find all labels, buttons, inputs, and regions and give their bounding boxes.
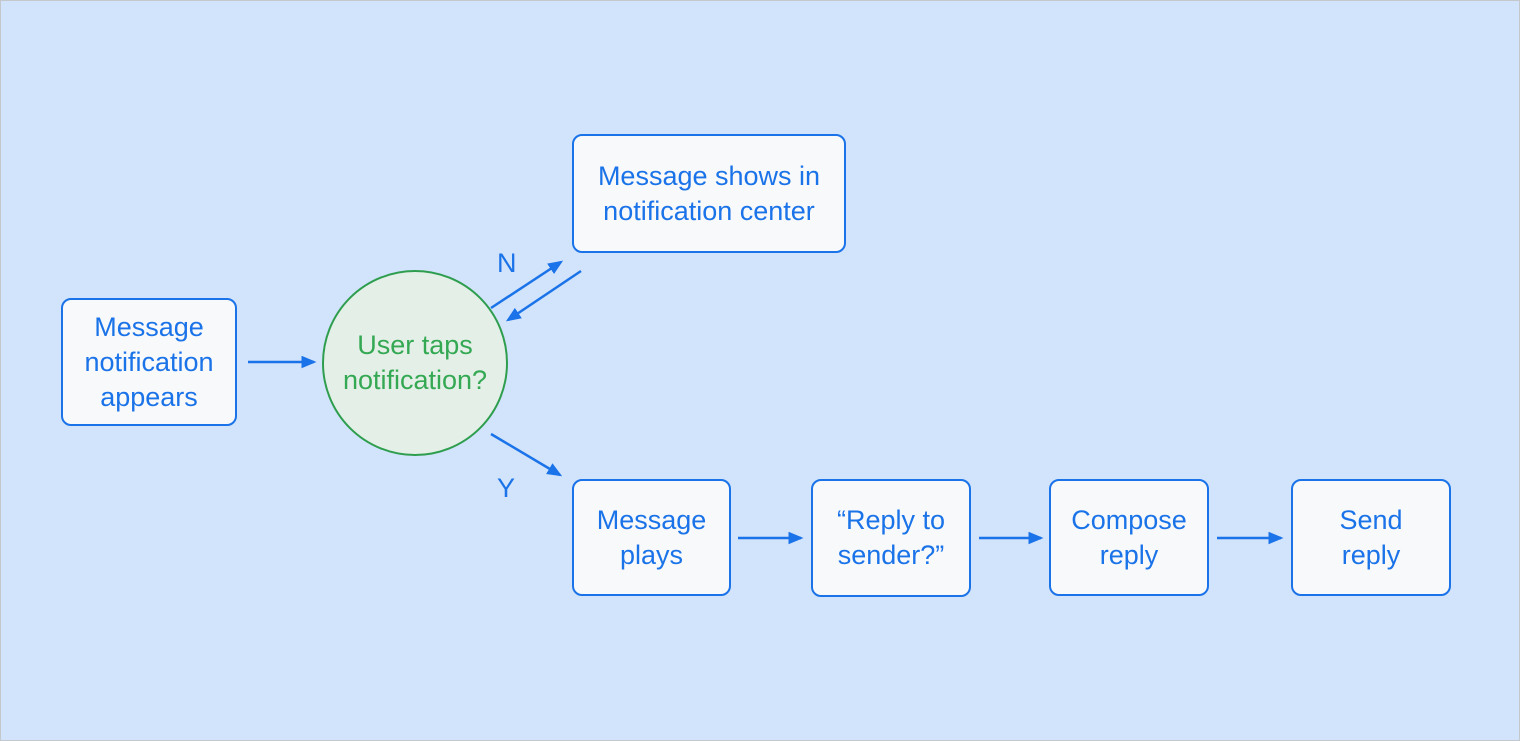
flow-node-message-plays: Message plays <box>572 479 731 596</box>
flow-node-compose-reply: Compose reply <box>1049 479 1209 596</box>
flow-node-reply-to-sender: “Reply to sender?” <box>811 479 971 597</box>
branch-label-no: N <box>497 248 517 278</box>
flow-node-message-shows-in-notification-center: Message shows in notification center <box>572 134 846 253</box>
flow-node-message-notification-appears: Message notification appears <box>61 298 237 426</box>
edge-notification-center-to-decision <box>505 269 582 322</box>
branch-label-yes: Y <box>497 473 516 503</box>
flow-node-send-reply: Send reply <box>1291 479 1451 596</box>
edge-decision-to-message-plays <box>490 432 563 477</box>
flow-decision-user-taps-notification: User taps notification? <box>322 270 508 456</box>
